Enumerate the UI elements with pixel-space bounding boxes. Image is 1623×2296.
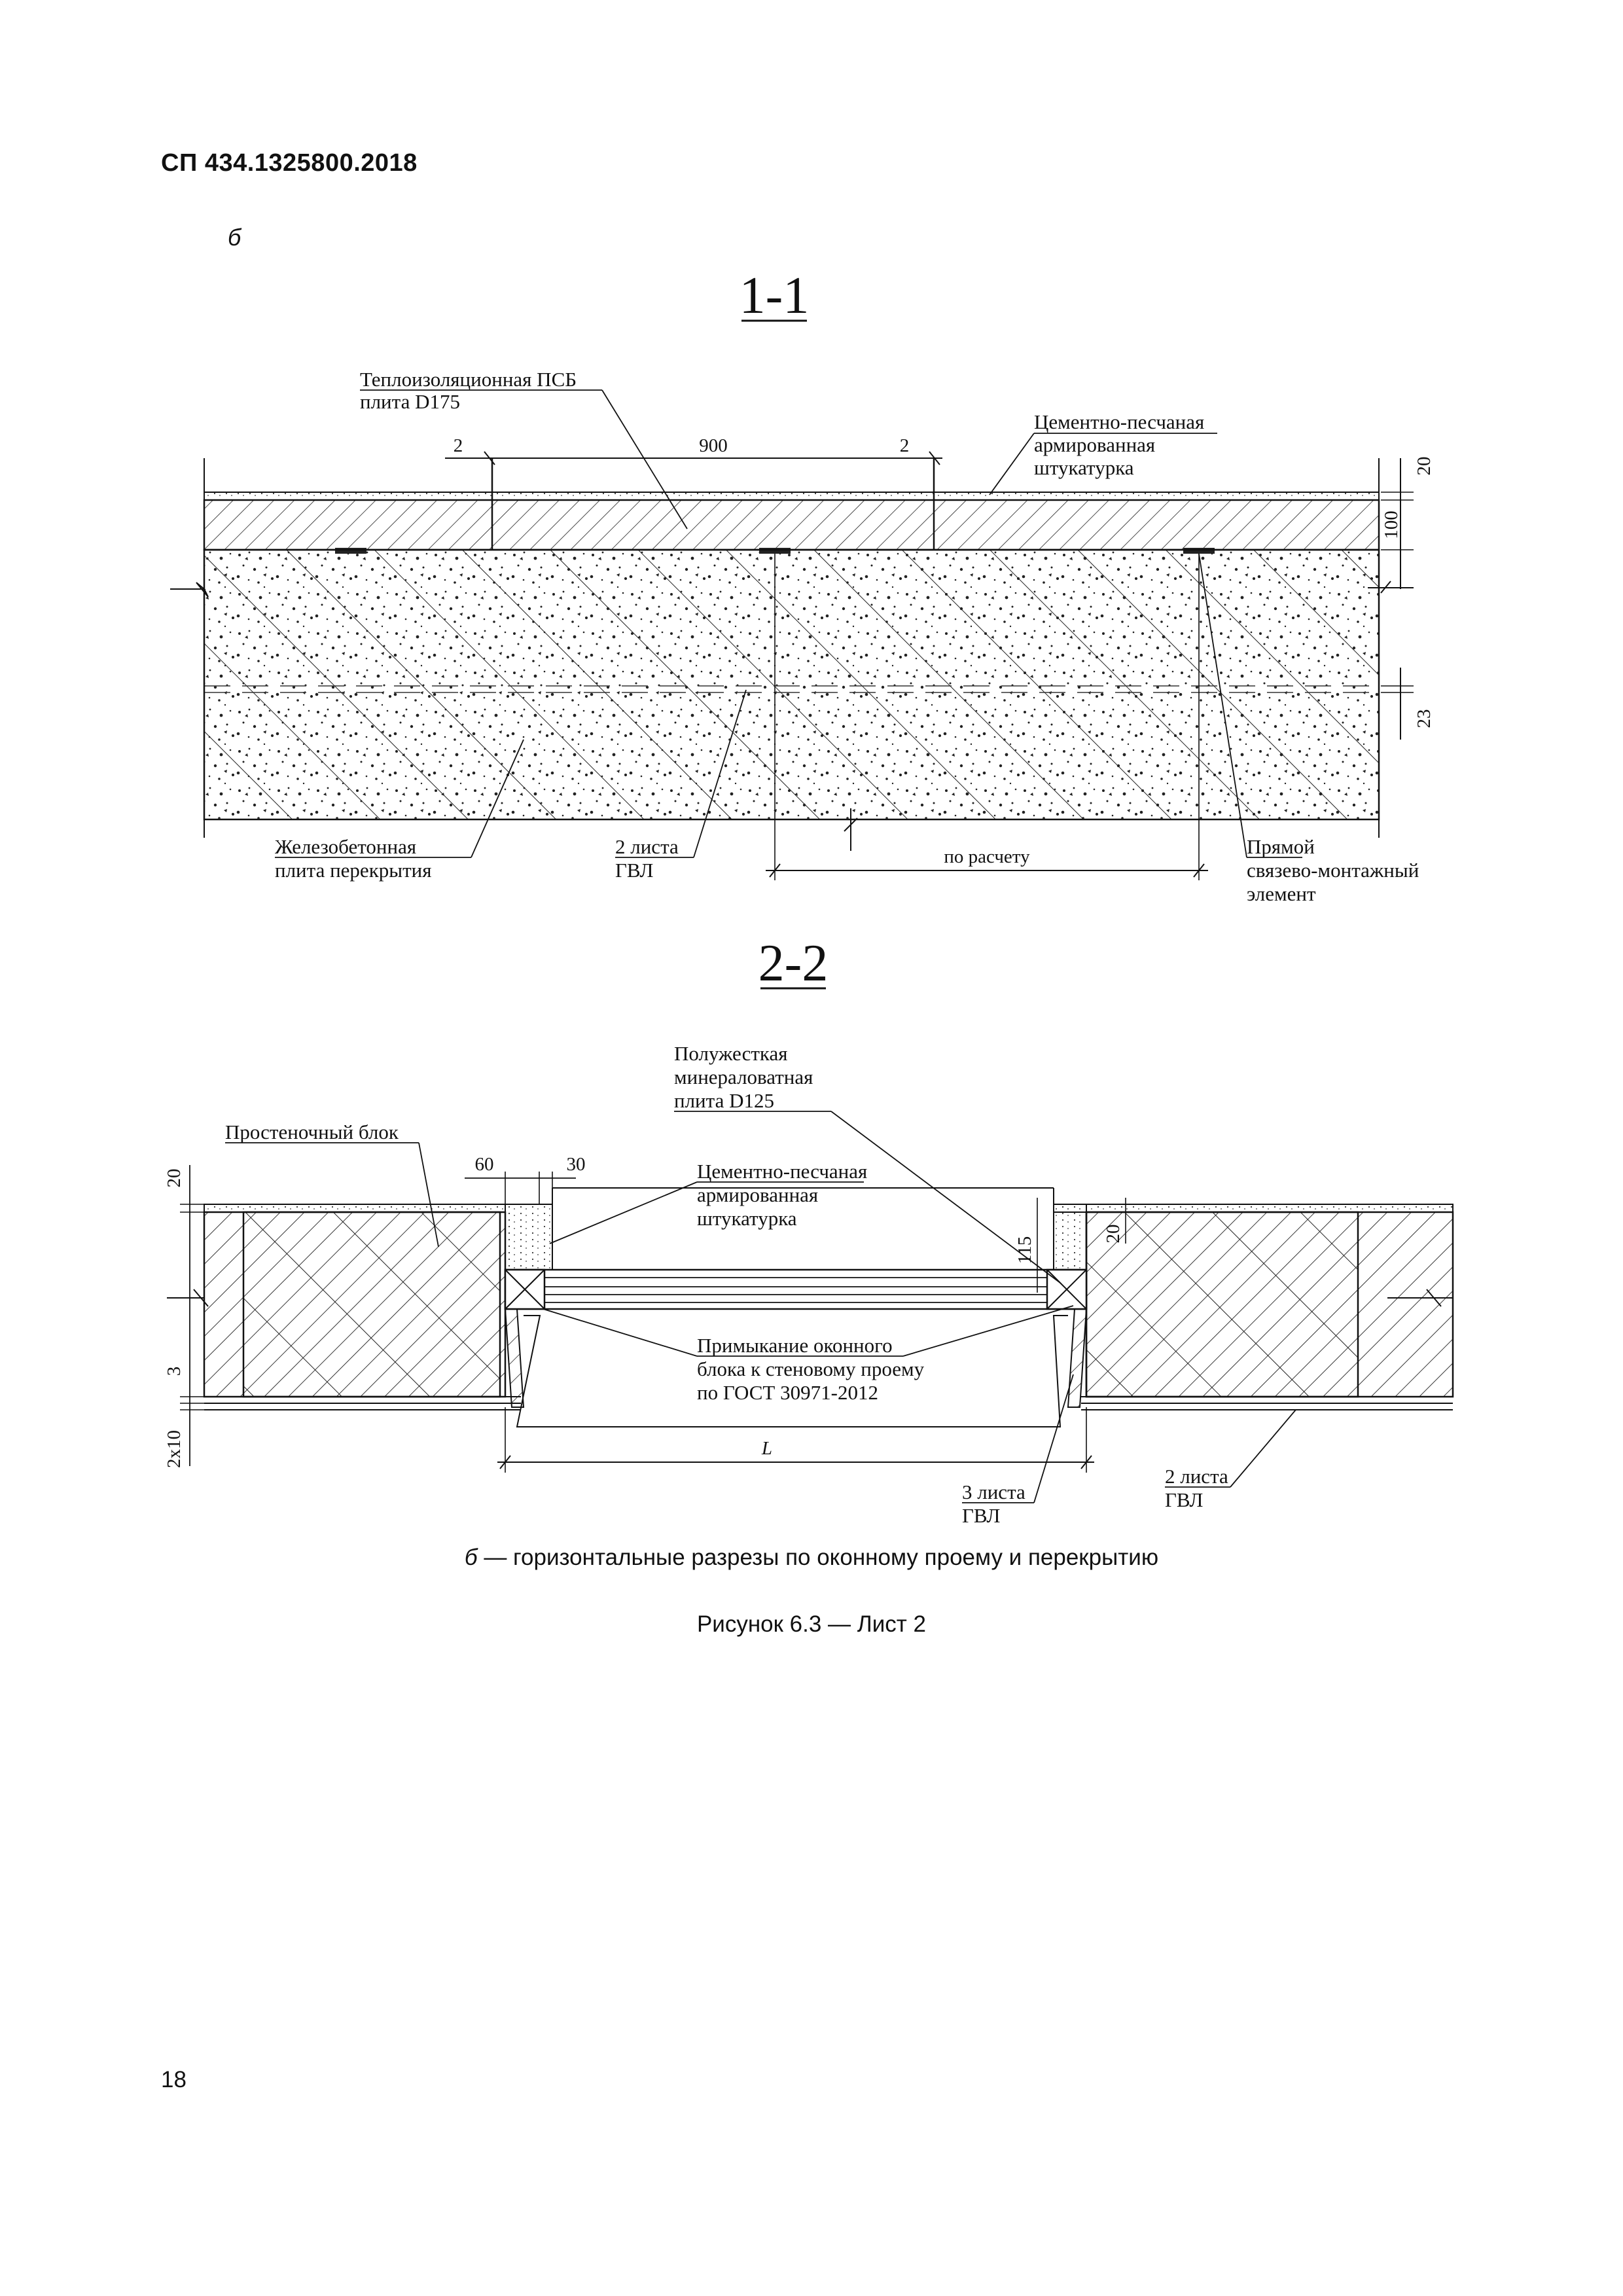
svg-text:плита D125: плита D125	[674, 1089, 774, 1112]
section-2-label-block: Простеночный блок	[225, 1121, 439, 1247]
dim-panel-width: 900	[699, 435, 728, 456]
section-1-concrete-slab	[203, 548, 1380, 821]
dim-left-2x10: 2x10	[164, 1430, 185, 1468]
svg-text:Прямой: Прямой	[1247, 835, 1315, 858]
section-1-label-gvl: 2 листа ГВЛ	[615, 689, 747, 882]
svg-text:армированная: армированная	[697, 1183, 818, 1206]
section-1-label-plaster: Цементно-песчаная армированная штукатурк…	[989, 410, 1217, 495]
svg-text:3 листа: 3 листа	[962, 1480, 1026, 1503]
page-number: 18	[161, 2067, 187, 2092]
svg-text:элемент: элемент	[1247, 882, 1316, 905]
svg-text:штукатурка: штукатурка	[697, 1207, 797, 1230]
dim-gap-right: 2	[900, 435, 910, 456]
svg-text:ГВЛ: ГВЛ	[1165, 1488, 1203, 1511]
svg-text:плита перекрытия: плита перекрытия	[275, 859, 431, 882]
svg-text:минераловатная: минераловатная	[674, 1066, 813, 1088]
dim-20-right: 20	[1103, 1225, 1124, 1244]
svg-text:Примыкание оконного: Примыкание оконного	[697, 1334, 893, 1357]
section-2-window-opening	[504, 1187, 1088, 1427]
section-1-label-slab: Железобетонная плита перекрытия	[275, 739, 524, 882]
section-1-spacing-dimension: по расчету	[766, 554, 1208, 880]
section-1-plaster-layer	[204, 492, 1380, 501]
svg-text:Простеночный блок: Простеночный блок	[225, 1121, 399, 1143]
svg-text:2 листа: 2 листа	[615, 835, 679, 858]
section-2-right-dimensions: 115 20	[1014, 1198, 1126, 1293]
section-2-opening-dimension: L	[497, 1407, 1094, 1473]
subfigure-letter: б	[464, 1545, 478, 1570]
dim-insulation-100: 100	[1381, 511, 1402, 539]
section-2-right-wall	[1053, 1204, 1454, 1410]
svg-text:штукатурка: штукатурка	[1034, 456, 1134, 479]
figure-variant-letter: б	[228, 224, 241, 251]
section-2-label-plaster: Цементно-песчаная армированная штукатурк…	[549, 1160, 867, 1244]
document-code: СП 434.1325800.2018	[161, 149, 418, 177]
svg-text:по ГОСТ 30971-2012: по ГОСТ 30971-2012	[697, 1381, 878, 1404]
svg-text:Теплоизоляционная ПСБ: Теплоизоляционная ПСБ	[360, 368, 577, 391]
section-2-label-mineral: Полужесткая минераловатная плита D125	[674, 1042, 1061, 1283]
dim-60: 60	[475, 1154, 494, 1175]
dim-plaster-20: 20	[1414, 457, 1435, 476]
subfigure-caption: б — горизонтальные разрезы по оконному п…	[0, 1545, 1623, 1571]
dim-left-20: 20	[164, 1169, 185, 1188]
dim-left-3: 3	[164, 1367, 185, 1376]
section-2-label-gvl3: 3 листа ГВЛ	[962, 1374, 1074, 1527]
svg-text:блока к стеновому проему: блока к стеновому проему	[697, 1357, 925, 1380]
dim-spacing-label: по расчету	[944, 846, 1030, 867]
svg-text:ГВЛ: ГВЛ	[962, 1504, 1000, 1527]
svg-text:ГВЛ: ГВЛ	[615, 859, 653, 882]
section-1-title: 1-1	[740, 267, 810, 325]
section-1-top-dimension: 2 900 2	[445, 435, 942, 465]
svg-text:Цементно-песчаная: Цементно-песчаная	[1034, 410, 1204, 433]
svg-text:армированная: армированная	[1034, 433, 1155, 456]
section-2-top-dimensions: 60 30	[465, 1154, 586, 1204]
section-2-left-dimensions: 20 3 2x10	[164, 1165, 204, 1468]
dim-30: 30	[567, 1154, 586, 1175]
section-2-title: 2-2	[758, 935, 829, 992]
section-2-left-wall	[203, 1204, 521, 1410]
figure-caption: Рисунок 6.3 — Лист 2	[696, 1611, 927, 1637]
dim-opening-L: L	[761, 1438, 772, 1459]
svg-text:2 листа: 2 листа	[1165, 1465, 1228, 1488]
section-2-label-junction: Примыкание оконного блока к стеновому пр…	[543, 1305, 1074, 1404]
svg-text:Полужесткая: Полужесткая	[674, 1042, 788, 1065]
dim-gap-left: 2	[454, 435, 463, 456]
subfigure-text: — горизонтальные разрезы по оконному про…	[477, 1545, 1159, 1570]
section-1-right-dimensions: 20 100 23	[1381, 457, 1435, 740]
dim-115: 115	[1014, 1236, 1035, 1264]
section-1-label-anchor: Прямой связево-монтажный элемент	[1198, 553, 1419, 905]
svg-text:Цементно-песчаная: Цементно-песчаная	[697, 1160, 867, 1183]
svg-text:Железобетонная: Железобетонная	[275, 835, 416, 858]
section-1-label-insulation: Теплоизоляционная ПСБ плита D175	[360, 368, 688, 529]
section-1-insulation-layer	[203, 458, 1380, 554]
dim-gvl-23: 23	[1414, 709, 1435, 728]
svg-text:связево-монтажный: связево-монтажный	[1247, 859, 1419, 882]
svg-text:плита D175: плита D175	[360, 390, 460, 413]
section-2-label-gvl2: 2 листа ГВЛ	[1165, 1409, 1296, 1511]
